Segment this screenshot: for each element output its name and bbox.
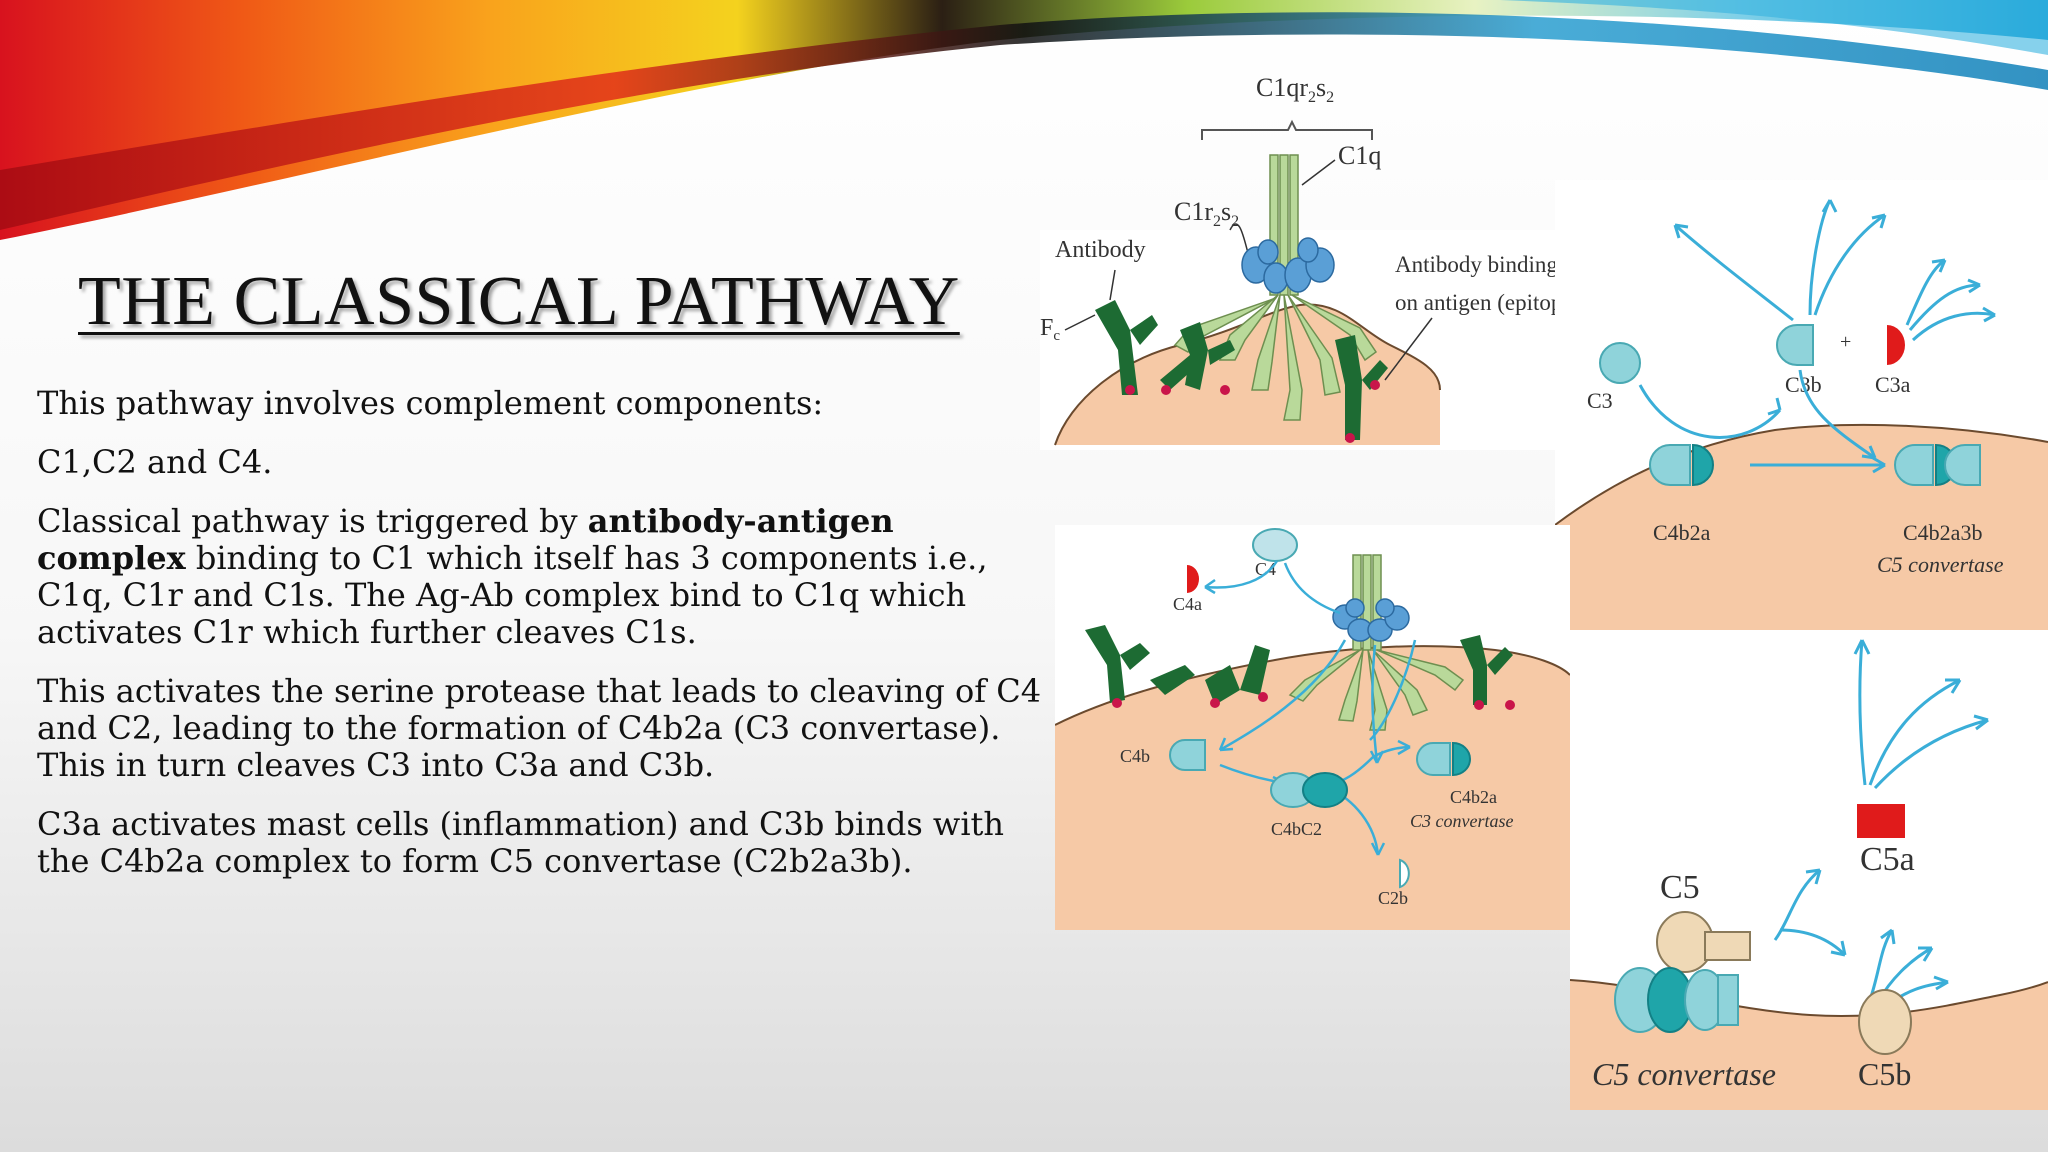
- body-text: This pathway involves complement compone…: [37, 385, 1047, 902]
- antibody-shapes: [1095, 300, 1388, 440]
- figure-c1-binding: C1qr2s2 C1q C1r2s2: [1040, 60, 1560, 450]
- c4-label: C4: [1255, 559, 1276, 579]
- page-title: THE CLASSICAL PATHWAY: [78, 263, 960, 340]
- c3b-arrows: [1673, 199, 1996, 474]
- c4b2a3b-label: C4b2a3b: [1903, 520, 1982, 545]
- c1q-arms: [1173, 294, 1378, 421]
- paragraph-3-bold: antibody-antigen complex: [37, 502, 894, 577]
- c4b2a-molecule: [1649, 443, 1714, 487]
- c4b-label: C4b: [1120, 746, 1150, 766]
- c4b2a3b-molecule: [1894, 443, 1981, 487]
- c3a-molecule: [1887, 325, 1905, 365]
- c3-molecule: [1599, 342, 1641, 384]
- c4-molecule: [1252, 528, 1298, 562]
- epitopes: [1125, 380, 1380, 443]
- paragraph-3: Classical pathway is triggered by antibo…: [37, 503, 1047, 651]
- c2b-label: C2b: [1378, 888, 1408, 908]
- figure-c3-convertase-svg: C4 C4a C4b C4bC2: [1055, 528, 1570, 930]
- fc-label: Fc: [1040, 315, 1060, 344]
- c5-label: C5: [1660, 869, 1700, 906]
- figure-c5-cleavage: C5a C5 C5 convertase C5b: [1570, 630, 2048, 1110]
- figure-c3-convertase: C4 C4a C4b C4bC2: [1055, 525, 1570, 930]
- binding-site-label-1: Antibody binding si: [1395, 252, 1560, 277]
- c5-convertase-molecule: [1614, 967, 1739, 1033]
- c4b2a-molecule-2: [1416, 741, 1471, 777]
- c1q-label: C1q: [1338, 141, 1381, 170]
- complex-label: C1qr2s2: [1256, 73, 1334, 106]
- c4a-label: C4a: [1173, 594, 1202, 614]
- c3-label: C3: [1587, 388, 1613, 413]
- c5b-molecule: [1858, 989, 1912, 1055]
- paragraph-1: This pathway involves complement compone…: [37, 384, 824, 422]
- c5-convertase-label-3: C5 convertase: [1877, 552, 2004, 577]
- rainbow-banner: [0, 0, 2048, 240]
- c5a-label: C5a: [1860, 841, 1915, 878]
- binding-site-label-2: on antigen (epitope: [1395, 290, 1560, 315]
- paragraph-3-pre: Classical pathway is triggered by: [37, 502, 588, 540]
- c4a-molecule: [1187, 565, 1199, 593]
- c4bc2-label: C4bC2: [1271, 819, 1322, 839]
- c5a-molecule: [1857, 804, 1905, 838]
- paragraph-2: C1,C2 and C4.: [37, 443, 273, 481]
- antibody-label: Antibody: [1055, 237, 1146, 263]
- paragraph-3-post: binding to C1 which itself has 3 compone…: [37, 539, 988, 651]
- c3a-label: C3a: [1875, 372, 1911, 397]
- figure-c3-cleavage-svg: C3 C3b + C3a C4b2a: [1555, 199, 2048, 630]
- paragraph-5: C3a activates mast cells (inflammation) …: [37, 805, 1005, 880]
- c1r-s-blobs: [1241, 237, 1335, 294]
- paragraph-4: This activates the serine protease that …: [37, 672, 1042, 784]
- c5-molecule: [1656, 911, 1751, 973]
- complex-bracket: [1201, 119, 1373, 140]
- c4b2a-label: C4b2a: [1653, 520, 1711, 545]
- figure-c1-binding-svg: C1qr2s2 C1q C1r2s2: [1040, 73, 1560, 450]
- c4bc2-molecule: [1270, 772, 1348, 808]
- c4b-molecule: [1169, 739, 1206, 771]
- c3-convertase-label: C3 convertase: [1410, 811, 1513, 831]
- c1r-label: C1r2s2: [1174, 197, 1239, 230]
- c4b2a-label-2: C4b2a: [1450, 787, 1497, 807]
- c3b-molecule: [1776, 324, 1814, 366]
- figure-c3-cleavage: C3 C3b + C3a C4b2a: [1555, 180, 2048, 630]
- c5-convertase-label-4: C5 convertase: [1592, 1056, 1776, 1092]
- c5b-label: C5b: [1858, 1056, 1911, 1092]
- c2b-molecule: [1399, 858, 1410, 889]
- plus-sign: +: [1840, 331, 1851, 353]
- figure-c5-cleavage-svg: C5a C5 C5 convertase C5b: [1570, 639, 2048, 1110]
